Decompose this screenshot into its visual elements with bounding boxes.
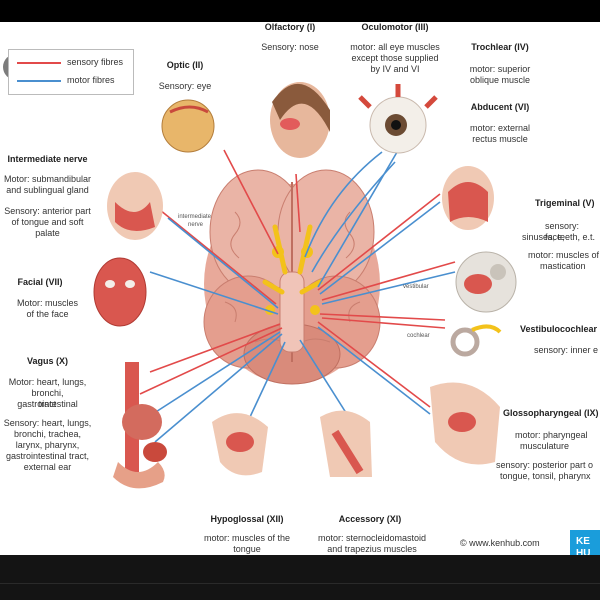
- oculomotor-desc-2: except those supplied: [351, 53, 439, 63]
- intermediate-small-label: intermediate: [178, 214, 212, 220]
- cranial-nerves-illustration: [93, 82, 517, 489]
- glossopharyngeal-title: Glossopharyngeal (IX): [503, 408, 599, 418]
- facial-desc-1: Motor: muscles: [16, 298, 78, 308]
- accessory-desc-2: and trapezius muscles: [327, 544, 417, 554]
- trigeminal-desc-4: mastication: [540, 261, 586, 271]
- vagus-desc-1: Motor: heart, lungs,: [8, 377, 87, 387]
- olfactory-title: Olfactory (I): [264, 22, 316, 32]
- abducent-desc-2: rectus muscle: [472, 134, 528, 144]
- accessory-desc-1: motor: sternocleidomastoid: [317, 533, 427, 543]
- brand-line-2: HU: [576, 548, 591, 555]
- eyeball-illustration: [358, 84, 438, 154]
- trochlear-desc-1: motor: superior: [469, 64, 531, 74]
- vagus-desc-2: bronchi, gastrointestinal: [17, 388, 78, 409]
- glossopharyngeal-head-illustration: [430, 382, 500, 465]
- intermediate-desc-5: palate: [35, 228, 60, 238]
- optic-eye-illustration: [161, 99, 215, 153]
- hypoglossal-title: Hypoglossal (XII): [210, 514, 284, 524]
- vagus-desc-7: gastrointestinal tract,: [5, 451, 90, 461]
- abducent-desc-1: motor: external: [469, 123, 531, 133]
- intermediate-title: Intermediate nerve: [7, 154, 88, 164]
- nerve-small-label: nerve: [188, 222, 204, 228]
- intermediate-desc-3: Sensory: anterior part: [4, 206, 91, 216]
- oculomotor-desc-3: by IV and VI: [370, 64, 420, 74]
- vagus-desc-6: larynx, pharynx,: [15, 440, 80, 450]
- optic-desc: Sensory: eye: [158, 81, 212, 91]
- kenhub-logo[interactable]: KE HU: [570, 530, 600, 555]
- head-trigeminal-illustration: [442, 166, 494, 230]
- abducent-title: Abducent (VI): [470, 102, 530, 112]
- cochlear-small-label: cochlear: [407, 333, 430, 339]
- oculomotor-desc-1: motor: all eye muscles: [350, 42, 440, 52]
- hypoglossal-tongue-illustration: [212, 413, 268, 476]
- vagus-desc-4: Sensory: heart, lungs,: [3, 418, 92, 428]
- vagus-desc-3: tract: [38, 399, 57, 409]
- sensory-legend-label: sensory fibres: [67, 57, 124, 67]
- oculomotor-title: Oculomotor (III): [361, 22, 429, 32]
- motor-legend-label: motor fibres: [67, 75, 115, 85]
- facial-muscles-illustration: [93, 257, 147, 327]
- vagus-organs-illustration: [113, 362, 167, 489]
- intermediate-desc-4: of tongue and soft: [11, 217, 84, 227]
- hypoglossal-desc-2: tongue: [233, 544, 261, 554]
- motor-legend-swatch: [17, 80, 61, 82]
- trigeminal-desc-2: sinuses, teeth, e.t.: [522, 232, 596, 242]
- nerve-fibre-lines: [139, 146, 456, 443]
- optic-title: Optic (II): [166, 60, 204, 70]
- vestibulocochlear-title: Vestibulocochlear: [520, 324, 598, 334]
- trochlear-title: Trochlear (IV): [471, 42, 529, 52]
- trigeminal-title: Trigeminal (V): [535, 198, 595, 208]
- facial-title: Facial (VII): [17, 277, 63, 287]
- legend: sensory fibres motor fibres: [8, 49, 134, 95]
- copyright-text: © www.kenhub.com: [460, 538, 540, 548]
- diagram-panel: ✕ sensory fibres motor fibres Olfactory …: [0, 22, 600, 555]
- hypoglossal-desc-1: motor: muscles of the: [203, 533, 291, 543]
- intermediate-desc-2: and sublingual gland: [6, 185, 89, 195]
- top-bar: [0, 0, 600, 22]
- head-intermediate-illustration: [107, 172, 163, 240]
- facial-desc-2: of the face: [26, 309, 69, 319]
- trigeminal-desc-1: sensory: face,: [545, 221, 580, 242]
- skull-illustration: [455, 251, 517, 313]
- head-olfactory-illustration: [270, 82, 330, 158]
- glossopharyngeal-desc-1: motor: pharyngeal: [515, 430, 588, 440]
- sensory-legend-swatch: [17, 62, 61, 64]
- accessory-neck-illustration: [320, 410, 372, 477]
- brand-line-1: KE: [576, 536, 590, 547]
- trochlear-desc-2: oblique muscle: [469, 75, 531, 85]
- inner-ear-illustration: [450, 324, 502, 357]
- bottom-bar: [0, 555, 600, 600]
- vestibular-small-label: vestibular: [403, 284, 429, 290]
- glossopharyngeal-desc-2: musculature: [520, 441, 570, 451]
- glossopharyngeal-desc-4: tongue, tonsil, pharynx: [500, 471, 591, 481]
- vagus-title: Vagus (X): [26, 356, 68, 366]
- glossopharyngeal-desc-3: sensory: posterior part o: [496, 460, 594, 470]
- intermediate-desc-1: Motor: submandibular: [3, 174, 92, 184]
- olfactory-desc: Sensory: nose: [261, 42, 319, 52]
- accessory-title: Accessory (XI): [338, 514, 402, 524]
- vagus-desc-5: bronchi, trachea,: [13, 429, 82, 439]
- vagus-desc-8: external ear: [23, 462, 72, 472]
- vestibulocochlear-desc: sensory: inner e: [534, 345, 599, 355]
- trigeminal-desc-3: motor: muscles of: [528, 250, 600, 260]
